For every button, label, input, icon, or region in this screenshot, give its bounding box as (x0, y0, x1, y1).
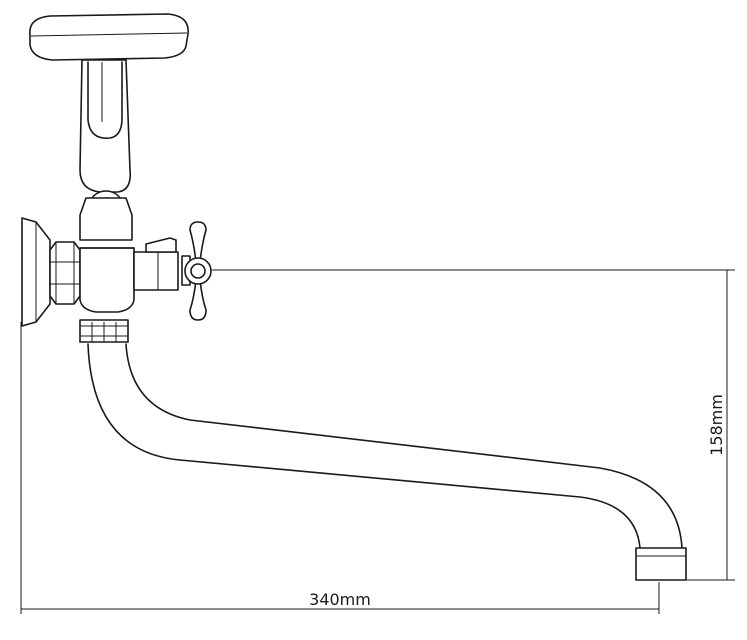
aerator-outlet (635, 547, 687, 581)
wall-flange (21, 217, 51, 327)
spout-pipe (87, 343, 683, 549)
valve-body (79, 197, 179, 313)
spout-collar (79, 319, 129, 343)
cross-handle (181, 221, 212, 321)
dimension-lines (20, 269, 735, 614)
hex-nut (49, 241, 81, 305)
height-label: 158mm (707, 394, 726, 456)
width-label: 340mm (309, 590, 371, 609)
shower-holder (29, 13, 189, 224)
